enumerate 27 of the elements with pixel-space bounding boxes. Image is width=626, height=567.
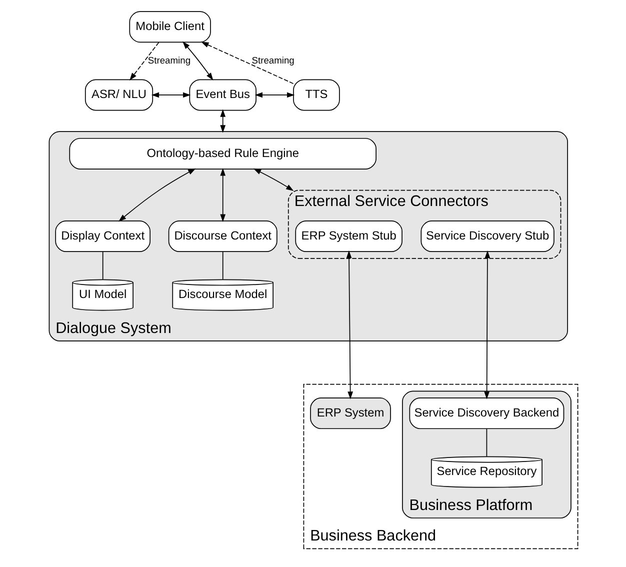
arrow bbox=[118, 168, 196, 222]
node-box: Service Discovery Backend bbox=[408, 398, 564, 430]
node-box: Ontology-based Rule Engine bbox=[68, 138, 376, 170]
connector bbox=[102, 251, 103, 280]
node-box: ERP System Stub bbox=[294, 220, 402, 252]
edge-label: Streaming bbox=[147, 55, 190, 66]
arrow bbox=[129, 42, 159, 80]
arrow bbox=[220, 168, 226, 222]
connector bbox=[222, 251, 223, 280]
connector bbox=[486, 428, 487, 457]
node-box: Display Context bbox=[54, 220, 150, 252]
arrow bbox=[200, 42, 294, 84]
node-box: TTS bbox=[292, 79, 340, 111]
arrow bbox=[346, 250, 353, 400]
edge-label: Streaming bbox=[251, 55, 294, 66]
node-box: ERP System bbox=[310, 398, 390, 430]
node-box: Service Discovery Stub bbox=[420, 220, 554, 252]
arrow bbox=[484, 250, 490, 400]
arrow bbox=[252, 168, 294, 191]
arrow bbox=[182, 41, 213, 80]
arrow bbox=[254, 92, 294, 98]
node-box: Discourse Context bbox=[168, 220, 277, 252]
node-box: Mobile Client bbox=[128, 11, 210, 43]
arrow bbox=[220, 109, 226, 133]
arrow bbox=[150, 92, 190, 98]
node-box: Event Bus bbox=[188, 79, 256, 111]
node-box: ASR/ NLU bbox=[84, 79, 153, 111]
